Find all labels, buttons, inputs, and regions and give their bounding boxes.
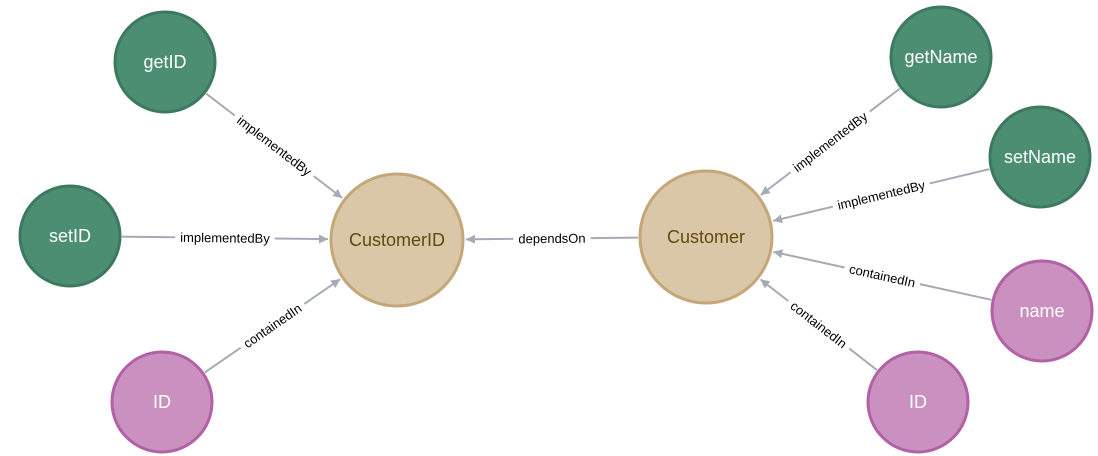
- edge-arrow: [759, 278, 789, 302]
- edge-arrow: [773, 249, 845, 269]
- node-label: Customer: [667, 227, 745, 247]
- edge-i-d-right-containedin: containedIn: [759, 278, 878, 371]
- edge-arrow: [772, 205, 834, 224]
- edge-label: containedIn: [848, 261, 917, 290]
- edge-label: dependsOn: [518, 231, 585, 247]
- edge-line: [869, 87, 901, 113]
- edge-label: implementedBy: [180, 230, 270, 246]
- class-node-circle[interactable]: [638, 169, 774, 305]
- edge-layer: implementedByimplementedBycontainedIndep…: [121, 87, 992, 374]
- node-customer[interactable]: Customer: [638, 169, 774, 305]
- edge-get-i-d-implementedby: implementedBy: [205, 92, 343, 199]
- node-customer-i-d[interactable]: CustomerID: [329, 172, 465, 308]
- edge-label: containedIn: [788, 298, 850, 351]
- edge-arrow: [274, 234, 329, 244]
- node-label: ID: [909, 392, 927, 412]
- node-name[interactable]: name: [990, 259, 1094, 363]
- node-layer: getID setID ID CustomerID Customer getName set…: [18, 5, 1094, 454]
- edge-line: [204, 346, 242, 374]
- edge-line: [848, 347, 878, 371]
- node-label: name: [1019, 301, 1064, 321]
- edge-label: implementedBy: [836, 177, 927, 213]
- node-label: getName: [904, 47, 977, 67]
- node-set-i-d[interactable]: setID: [18, 184, 122, 288]
- node-label: getID: [143, 52, 186, 72]
- class-node-circle[interactable]: [329, 172, 465, 308]
- node-i-d-right[interactable]: ID: [866, 350, 970, 454]
- node-i-d-left[interactable]: ID: [110, 350, 214, 454]
- method-node-circle[interactable]: [18, 184, 122, 288]
- node-label: setID: [49, 226, 91, 246]
- node-label: CustomerID: [349, 230, 445, 250]
- node-get-name[interactable]: getName: [889, 5, 993, 109]
- method-node-circle[interactable]: [113, 10, 217, 114]
- edge-label: implementedBy: [234, 113, 315, 180]
- edge-line: [205, 92, 236, 117]
- edge-arrow: [760, 171, 792, 196]
- node-get-i-d[interactable]: getID: [113, 10, 217, 114]
- edge-customer-dependson: dependsOn: [465, 231, 639, 247]
- edge-arrow: [303, 278, 341, 305]
- field-node-circle[interactable]: [990, 259, 1094, 363]
- edge-label: containedIn: [241, 301, 305, 352]
- edge-name-containedin: containedIn: [773, 249, 992, 301]
- node-label: ID: [153, 392, 171, 412]
- edge-line: [919, 283, 992, 301]
- edge-i-d-left-containedin: containedIn: [204, 278, 341, 374]
- node-label: setName: [1004, 147, 1076, 167]
- field-node-circle[interactable]: [110, 350, 214, 454]
- edge-line: [929, 168, 990, 185]
- edge-label: implementedBy: [790, 108, 871, 175]
- node-set-name[interactable]: setName: [988, 105, 1092, 209]
- edge-get-name-implementedby: implementedBy: [760, 87, 901, 196]
- edge-arrow: [313, 175, 343, 199]
- edge-line: [121, 235, 176, 239]
- edge-set-i-d-implementedby: implementedBy: [121, 230, 329, 246]
- method-node-circle[interactable]: [988, 105, 1092, 209]
- edge-set-name-implementedby: implementedBy: [772, 168, 990, 224]
- field-node-circle[interactable]: [866, 350, 970, 454]
- method-node-circle[interactable]: [889, 5, 993, 109]
